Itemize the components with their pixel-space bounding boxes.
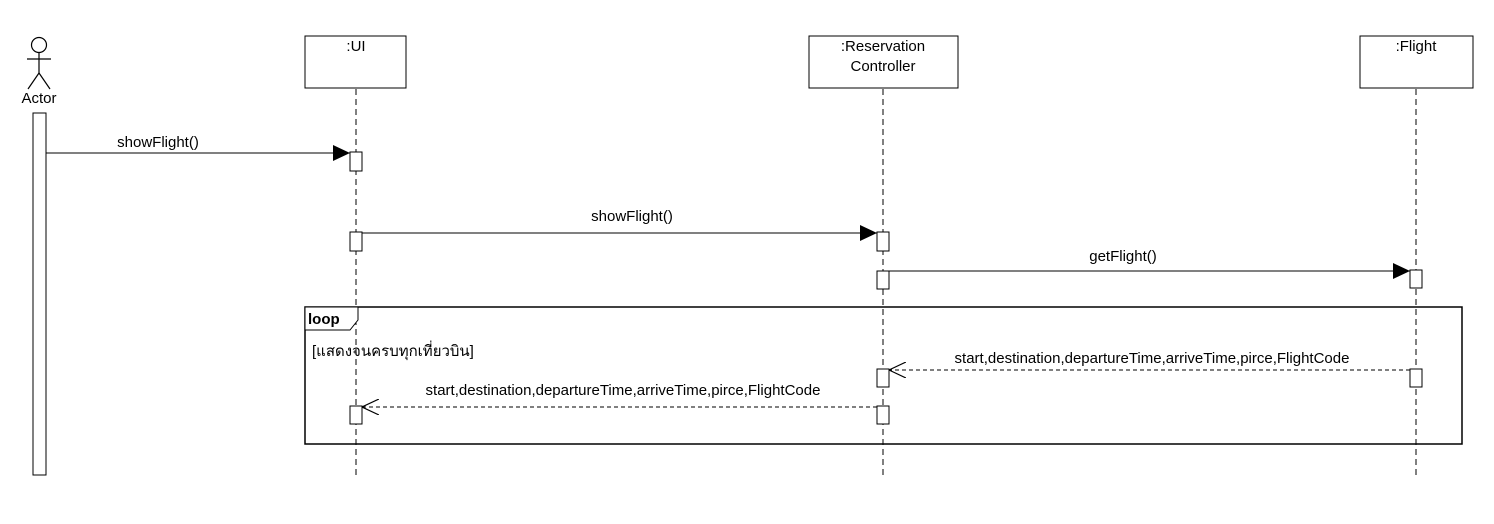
participant-controller: :Reservation Controller xyxy=(808,35,959,89)
loop-guard: [แสดงจนครบทุกเที่ยวบิน] xyxy=(312,340,474,361)
participant-controller-label-line2: Controller xyxy=(850,58,915,75)
participant-flight-label: :Flight xyxy=(1396,38,1438,55)
participant-box xyxy=(1359,35,1474,89)
activation-ui-2 xyxy=(349,231,363,252)
activation-controller-4 xyxy=(876,405,890,425)
message-getflight-controller-to-flight: getFlight() xyxy=(889,248,1410,279)
participant-flight: :Flight xyxy=(1359,35,1474,89)
return-flight-to-controller: start,destination,departureTime,arriveTi… xyxy=(889,350,1410,370)
participant-ui-label: :UI xyxy=(346,38,365,55)
message-label: getFlight() xyxy=(1089,248,1157,265)
loop-operator-label: loop xyxy=(308,311,340,328)
activation-controller-3 xyxy=(876,368,890,388)
actor-icon xyxy=(27,36,51,90)
return-controller-to-ui: start,destination,departureTime,arriveTi… xyxy=(362,382,877,407)
return-label: start,destination,departureTime,arriveTi… xyxy=(955,350,1350,367)
activation-bars xyxy=(349,151,1423,425)
participant-controller-label-line1: :Reservation xyxy=(841,38,925,55)
activation-ui-1 xyxy=(349,151,363,172)
activation-controller-2 xyxy=(876,270,890,290)
activation-flight-1 xyxy=(1409,269,1423,289)
loop-operator-tab xyxy=(304,306,359,331)
participant-ui: :UI xyxy=(304,35,407,89)
activation-controller-1 xyxy=(876,231,890,252)
participant-box xyxy=(304,35,407,89)
message-label: showFlight() xyxy=(117,134,199,151)
return-label: start,destination,departureTime,arriveTi… xyxy=(426,382,821,399)
activation-ui-3 xyxy=(349,405,363,425)
actor: Actor xyxy=(21,36,57,476)
actor-activation-bar xyxy=(32,112,47,476)
loop-fragment: loop [แสดงจนครบทุกเที่ยวบิน] xyxy=(304,306,1463,445)
loop-frame xyxy=(304,306,1463,445)
actor-label: Actor xyxy=(21,90,56,107)
message-showflight-ui-to-controller: showFlight() xyxy=(362,208,877,241)
message-showflight-actor-to-ui: showFlight() xyxy=(46,134,350,161)
activation-flight-2 xyxy=(1409,368,1423,388)
participant-box xyxy=(808,35,959,89)
message-label: showFlight() xyxy=(591,208,673,225)
